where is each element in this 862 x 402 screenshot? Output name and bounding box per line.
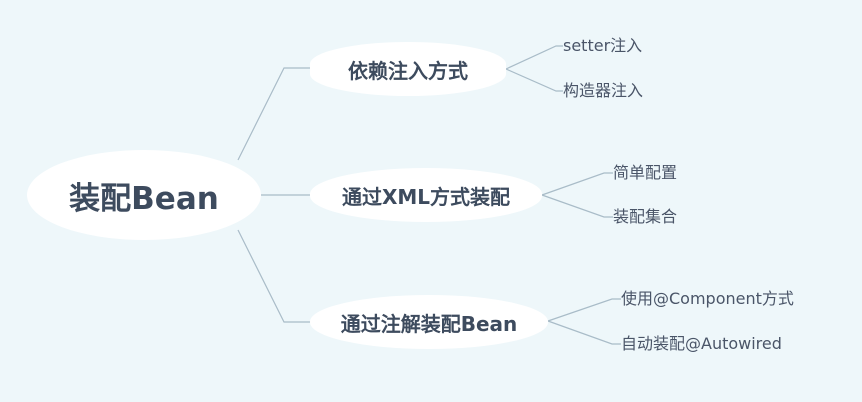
connector-root-branch3 <box>237 229 312 323</box>
leaf-setter-injection: setter注入 <box>563 36 643 55</box>
connector-branch1-leaf2 <box>505 68 563 92</box>
connector-branch3-leaf2 <box>547 320 621 345</box>
connector-branch3-leaf1 <box>547 298 621 322</box>
leaf-simple-config: 简单配置 <box>613 163 678 182</box>
leaf-constructor-injection: 构造器注入 <box>563 81 644 100</box>
branch-node-annotation-wiring: 通过注解装配Bean <box>310 295 548 349</box>
connector-branch2-leaf1 <box>541 172 613 196</box>
connector-root-branch1 <box>237 67 312 161</box>
connector-branch1-leaf1 <box>505 45 563 70</box>
connector-branch2-leaf2 <box>541 194 613 218</box>
root-node: 装配Bean <box>27 150 261 240</box>
leaf-component-usage: 使用@Component方式 <box>621 289 794 308</box>
leaf-autowired: 自动装配@Autowired <box>621 334 782 353</box>
leaf-collection-wiring: 装配集合 <box>613 207 678 226</box>
branch-node-xml-wiring: 通过XML方式装配 <box>310 168 542 222</box>
branch-node-dependency-injection: 依赖注入方式 <box>310 42 506 96</box>
